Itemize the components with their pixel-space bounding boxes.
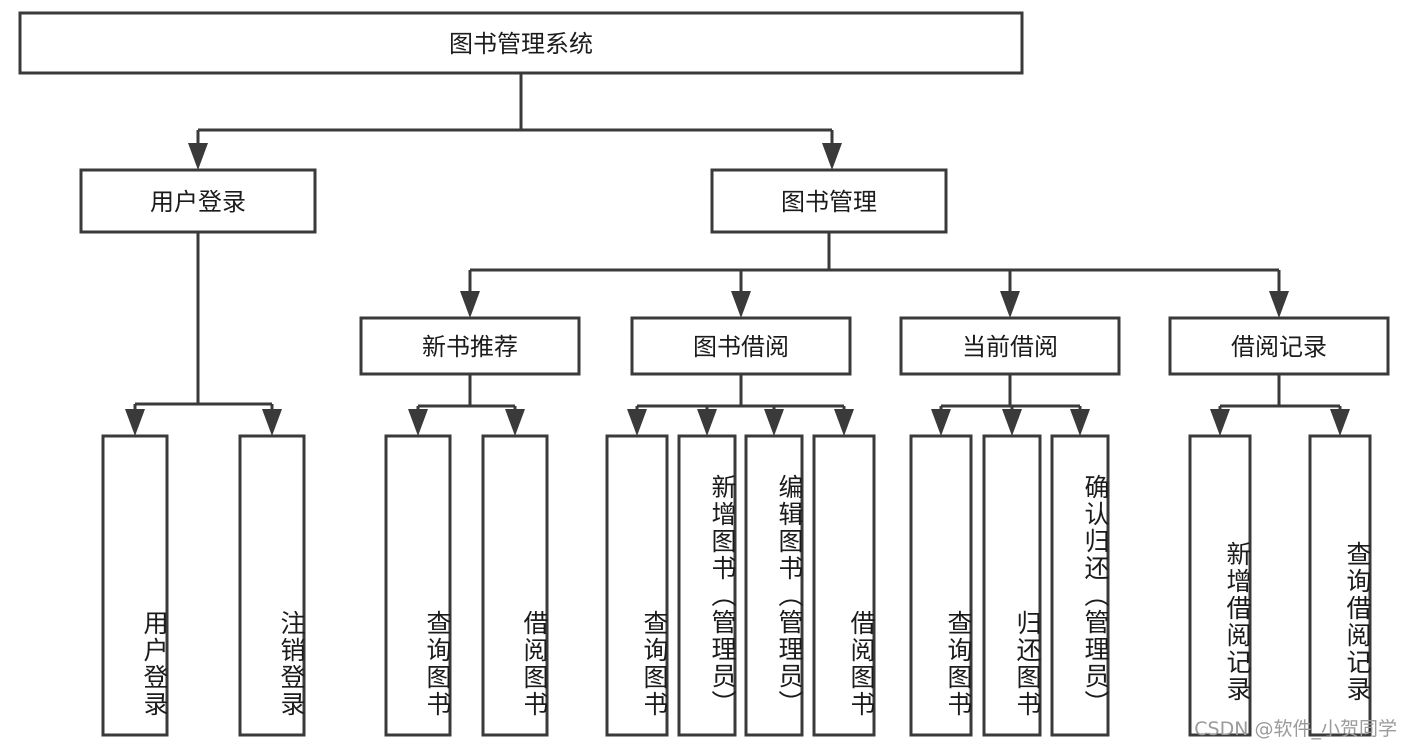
arrowhead-leaf-edit-book	[764, 409, 784, 436]
arrowhead-to-book-management	[822, 143, 842, 170]
node-root-box[interactable]	[18, 11, 1024, 75]
connector-newbook-to-leaves	[416, 374, 517, 414]
arrowhead-to-new-book-recommend	[460, 291, 480, 318]
arrowhead-leaf-confirm-return	[1070, 409, 1090, 436]
node-leaf-query-book-3-box[interactable]	[909, 434, 973, 737]
node-new-book-recommend-box[interactable]	[359, 316, 581, 376]
arrowhead-leaf-return-book	[1002, 409, 1022, 436]
node-leaf-user-login-box[interactable]	[101, 434, 169, 737]
arrowhead-to-current-borrow	[1000, 291, 1020, 318]
node-user-login-box[interactable]	[79, 168, 317, 234]
node-leaf-borrow-book-2-box[interactable]	[812, 434, 876, 737]
node-book-borrow-label: 图书借阅	[693, 333, 789, 361]
node-borrow-record[interactable]: 借阅记录	[1168, 316, 1390, 376]
node-new-book-recommend[interactable]: 新书推荐	[359, 316, 581, 376]
node-user-login[interactable]: 用户登录	[79, 168, 317, 234]
arrowhead-leaf-user-login	[125, 409, 145, 436]
node-root[interactable]: 图书管理系统	[18, 11, 1024, 75]
arrowhead-to-book-borrow	[731, 291, 751, 318]
arrowhead-leaf-borrow-book-2	[834, 409, 854, 436]
node-book-management[interactable]: 图书管理	[710, 168, 948, 234]
node-leaf-add-book-box[interactable]	[677, 434, 737, 737]
connector-borrowrecord-to-leaves	[1218, 374, 1342, 414]
arrowhead-leaf-query-book-3	[931, 409, 951, 436]
node-borrow-record-label: 借阅记录	[1231, 333, 1327, 361]
node-root-label: 图书管理系统	[449, 30, 593, 58]
node-current-borrow-box[interactable]	[899, 316, 1121, 376]
arrowhead-leaf-add-book	[697, 409, 717, 436]
node-leaf-borrow-book-1-box[interactable]	[481, 434, 549, 737]
node-borrow-record-box[interactable]	[1168, 316, 1390, 376]
node-leaf-query-record-box[interactable]	[1308, 434, 1372, 737]
node-leaf-query-book-1-box[interactable]	[384, 434, 452, 737]
connector-bookmgmt-to-level3	[468, 232, 1281, 296]
node-current-borrow-label: 当前借阅	[962, 333, 1058, 361]
arrowhead-to-user-login	[188, 143, 208, 170]
arrowhead-leaf-add-record	[1210, 409, 1230, 436]
arrowhead-leaf-query-book-2	[627, 409, 647, 436]
node-leaf-logout-box[interactable]	[238, 434, 306, 737]
node-book-borrow[interactable]: 图书借阅	[630, 316, 852, 376]
arrowhead-leaf-query-book-1	[408, 409, 428, 436]
node-book-management-box[interactable]	[710, 168, 948, 234]
node-leaf-confirm-return-box[interactable]	[1050, 434, 1110, 737]
node-book-management-label: 图书管理	[781, 188, 877, 216]
node-new-book-recommend-label: 新书推荐	[422, 333, 518, 361]
node-leaf-return-book-box[interactable]	[982, 434, 1042, 737]
node-book-borrow-box[interactable]	[630, 316, 852, 376]
arrowhead-leaf-query-record	[1330, 409, 1350, 436]
connector-currentborrow-to-leaves	[939, 374, 1082, 414]
arrowhead-leaf-borrow-book-1	[505, 409, 525, 436]
node-leaf-add-record-box[interactable]	[1188, 434, 1252, 737]
leaf-box-layer	[101, 434, 1372, 737]
node-leaf-edit-book-box[interactable]	[744, 434, 804, 737]
node-leaf-query-book-2-box[interactable]	[605, 434, 669, 737]
connector-userlogin-to-leaves	[133, 232, 274, 414]
node-current-borrow[interactable]: 当前借阅	[899, 316, 1121, 376]
connector-root-to-level2	[196, 73, 834, 148]
node-user-login-label: 用户登录	[150, 188, 246, 216]
arrowhead-to-borrow-record	[1269, 291, 1289, 318]
connector-layer	[125, 73, 1350, 436]
arrowhead-leaf-logout	[262, 409, 282, 436]
connector-bookborrow-to-leaves	[635, 374, 846, 414]
